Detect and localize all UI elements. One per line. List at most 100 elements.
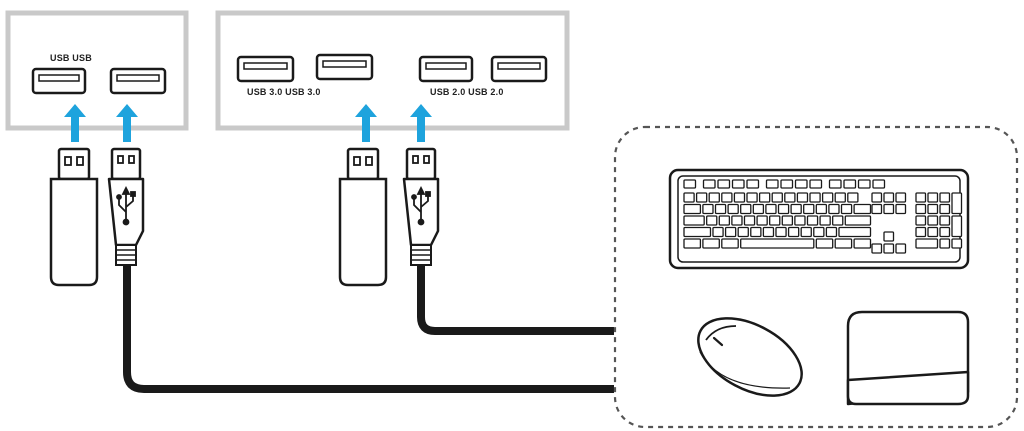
keyboard-key [784, 192, 796, 203]
keyboard-key [895, 243, 907, 254]
keyboard-key [828, 203, 840, 215]
usb-plug-icon [402, 147, 440, 267]
keyboard-key [809, 192, 821, 203]
keyboard-key [883, 192, 895, 203]
keyboard-key [809, 179, 823, 189]
keyboard-key [951, 192, 963, 215]
keyboard-key [838, 226, 872, 238]
keyboard-key [731, 179, 745, 189]
keyboard-key [883, 231, 895, 242]
keyboard-key [706, 215, 718, 226]
keyboard-key [821, 192, 834, 203]
keyboard-key [939, 238, 951, 249]
keyboard-key [683, 226, 712, 238]
keyboard-key [895, 203, 907, 215]
keyboard-key [853, 238, 872, 249]
keyboard-key [857, 179, 871, 189]
keyboard-key [781, 215, 794, 226]
keyboard-key [702, 238, 720, 249]
usb-label: USB USB [50, 53, 92, 63]
external-hard-drive-icon [846, 310, 970, 406]
usb-port [109, 67, 167, 95]
keyboard-key [796, 192, 809, 203]
usb3-label: USB 3.0 USB 3.0 [247, 87, 321, 97]
keyboard-key [683, 192, 695, 203]
keyboard-key [883, 243, 895, 254]
keyboard-key [750, 226, 762, 238]
usb-cable [417, 264, 614, 335]
keyboard-key [765, 179, 779, 189]
keyboard-key [828, 179, 842, 189]
keyboard-key [844, 215, 872, 226]
keyboard-key [721, 192, 733, 203]
keyboard-key [794, 215, 806, 226]
keyboard-key [765, 203, 777, 215]
keyboard-key [803, 203, 815, 215]
keyboard-key [718, 215, 731, 226]
keyboard-key [871, 192, 883, 203]
usb2-port [418, 55, 474, 83]
mouse-icon [697, 317, 803, 397]
keyboard-key [813, 226, 825, 238]
keyboard-key [871, 243, 883, 254]
keyboard-key [843, 179, 857, 189]
keyboard-key [939, 203, 951, 215]
keyboard-key [683, 179, 697, 189]
keyboard-key [769, 215, 781, 226]
keyboard-key [915, 203, 927, 215]
keyboard-key [775, 226, 787, 238]
keyboard-key [951, 238, 963, 249]
keyboard-key [683, 203, 702, 215]
peripherals-group [613, 125, 1019, 429]
keyboard-key [756, 215, 768, 226]
keyboard-key [746, 179, 760, 189]
keyboard-key [825, 226, 838, 238]
keyboard-key [790, 203, 802, 215]
keyboard-key [695, 192, 708, 203]
keyboard-key [683, 215, 705, 226]
usb2-label: USB 2.0 USB 2.0 [430, 87, 504, 97]
keyboard-key [800, 226, 812, 238]
keyboard-key [872, 179, 886, 189]
keyboard-key [731, 215, 743, 226]
keyboard-key [787, 226, 800, 238]
keyboard-key [771, 192, 783, 203]
keyboard-key [780, 179, 794, 189]
usb-plug-icon [107, 147, 145, 267]
keyboard-icon [668, 168, 970, 270]
keyboard-key [834, 238, 853, 249]
keyboard-key [895, 192, 907, 203]
keyboard-key [702, 179, 716, 189]
keyboard-key [915, 192, 927, 203]
keyboard-key [737, 226, 749, 238]
usb-cable [123, 264, 614, 393]
keyboard-key [752, 203, 765, 215]
keyboard-key [915, 238, 939, 249]
usb3-port [315, 53, 374, 81]
keyboard-key [847, 192, 859, 203]
keyboard-key [939, 215, 951, 226]
keyboard-key [733, 192, 746, 203]
keyboard-key [740, 238, 815, 249]
usb-flash-drive-icon [338, 147, 388, 287]
keyboard-key [819, 215, 831, 226]
keyboard-key [853, 203, 872, 215]
keyboard-key [871, 203, 883, 215]
keyboard-key [712, 226, 724, 238]
keyboard-key [724, 226, 737, 238]
keyboard-key [746, 192, 758, 203]
keyboard-key [939, 226, 951, 238]
keyboard-key [806, 215, 819, 226]
usb3-port [236, 55, 295, 83]
keyboard-key [708, 192, 720, 203]
keyboard-key [762, 226, 775, 238]
keyboard-key [721, 238, 739, 249]
usb2-port [490, 55, 548, 83]
keyboard-key [915, 215, 927, 226]
keyboard-key [702, 203, 714, 215]
keyboard-key [883, 203, 895, 215]
keyboard-key [927, 203, 939, 215]
keyboard-key [758, 192, 771, 203]
keyboard-key [951, 215, 963, 238]
